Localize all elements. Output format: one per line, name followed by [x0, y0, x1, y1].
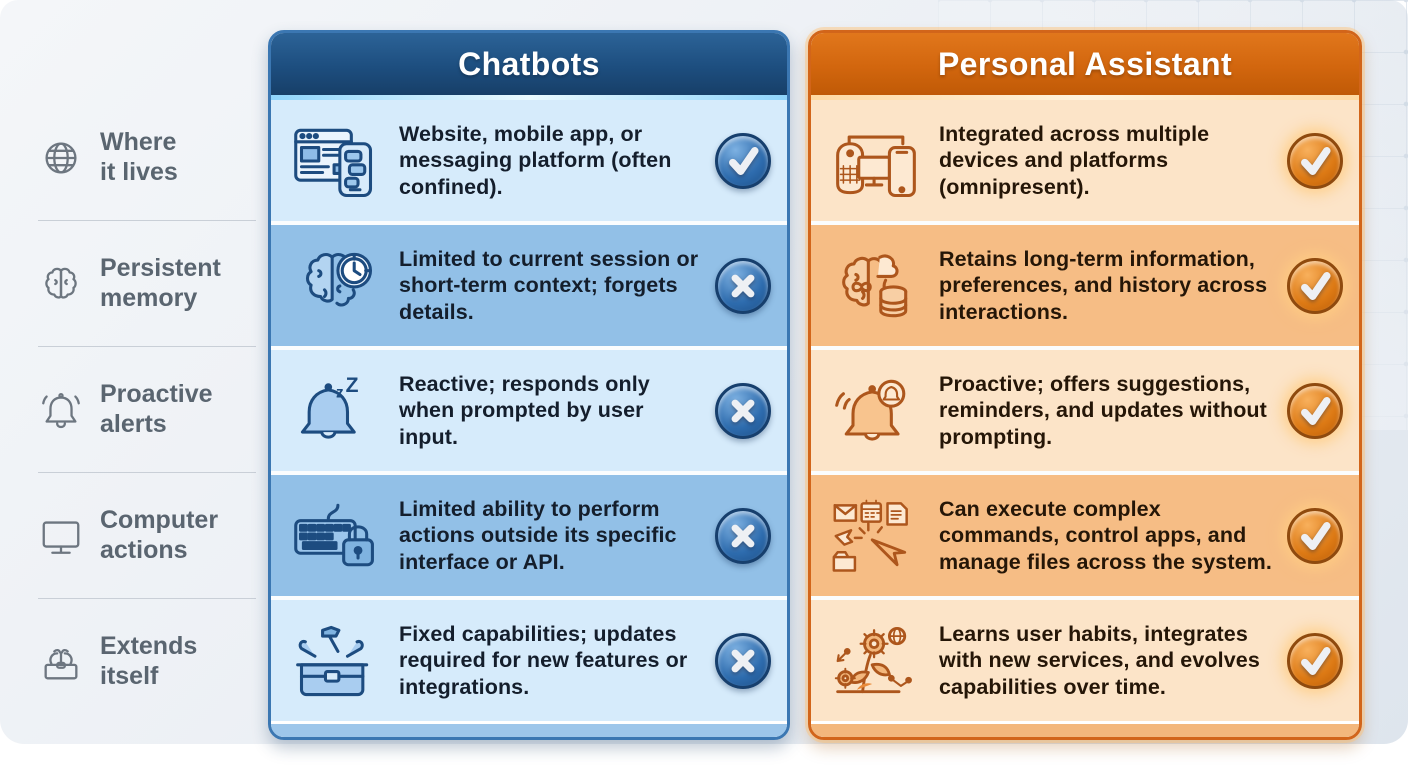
cell-text: Retains long-term information, preferenc… [939, 247, 1268, 324]
check-badge [1287, 132, 1343, 189]
cell-text: Learns user habits, integrates with new … [939, 622, 1260, 699]
chatbots-header-glow [271, 95, 787, 100]
cross-icon [731, 524, 755, 547]
chatbots-header: Chatbots [271, 33, 787, 95]
chatbots-panel: Chatbots [268, 30, 790, 740]
bell-icon [42, 392, 80, 428]
check-badge [1287, 382, 1343, 439]
cross-icon [731, 649, 755, 672]
check-icon [1301, 271, 1331, 300]
cell-text: Website, mobile app, or messaging platfo… [399, 122, 672, 199]
check-icon [1301, 146, 1331, 175]
table-row-chatbots-computer-actions: Limited ability to perform actions outsi… [271, 471, 787, 596]
alert-bell-icon [825, 372, 927, 450]
svg-text:z: z [336, 384, 344, 401]
globe-icon [45, 141, 77, 174]
cross-badge [715, 507, 771, 564]
cell-text: Fixed capabilities; updates required for… [399, 622, 688, 699]
table-row-chatbots-persistent-memory: Limited to current session or short-term… [271, 221, 787, 346]
check-badge [1287, 632, 1343, 689]
personal-assistant-header: Personal Assistant [811, 33, 1359, 95]
check-badge [1287, 507, 1343, 564]
table-row-assistant-persistent-memory: Retains long-term information, preferenc… [811, 221, 1359, 346]
cell-text: Can execute complex commands, control ap… [939, 497, 1272, 574]
table-row-assistant-computer-actions: Can execute complex commands, control ap… [811, 471, 1359, 596]
cell-text: Limited to current session or short-term… [399, 247, 699, 324]
personal-assistant-header-glow [811, 95, 1359, 100]
check-icon [1301, 521, 1331, 550]
check-icon [1301, 396, 1331, 425]
table-row-assistant-where-it-lives: Integrated across multiple devices and p… [811, 100, 1359, 221]
cell-text: Integrated across multiple devices and p… [939, 122, 1210, 199]
monitor-icon [42, 520, 80, 554]
cross-icon [731, 399, 755, 422]
check-icon [729, 146, 759, 175]
commands-cursor-icon [825, 497, 927, 575]
cross-badge [715, 632, 771, 689]
check-icon [1301, 646, 1331, 675]
browser-chat-icon [285, 122, 387, 200]
personal-assistant-panel: Personal Assistant Integrated [808, 30, 1362, 740]
chatbots-rows: Website, mobile app, or messaging platfo… [271, 100, 787, 721]
check-badge [715, 132, 771, 189]
table-row-assistant-extends-itself: Learns user habits, integrates with new … [811, 596, 1359, 721]
personal-assistant-footer-strip [811, 721, 1359, 737]
cross-icon [731, 274, 755, 297]
svg-text:Z: Z [346, 373, 359, 396]
toolbox-tools-icon [285, 622, 387, 700]
personal-assistant-rows: Integrated across multiple devices and p… [811, 100, 1359, 721]
sleeping-bell-icon: z Z [285, 372, 387, 450]
multi-device-icon [825, 122, 927, 200]
table-row-chatbots-where-it-lives: Website, mobile app, or messaging platfo… [271, 100, 787, 221]
table-row-chatbots-extends-itself: Fixed capabilities; updates required for… [271, 596, 787, 721]
table-row-chatbots-proactive-alerts: z Z Reactive; responds only when prompte… [271, 346, 787, 471]
toolbox-icon [44, 648, 78, 679]
cross-badge [715, 257, 771, 314]
brain-memory-icon [825, 247, 927, 325]
cell-text: Reactive; responds only when prompted by… [399, 372, 650, 449]
cell-text: Proactive; offers suggestions, reminders… [939, 372, 1267, 449]
growth-gears-icon [825, 622, 927, 700]
brain-clock-icon [285, 247, 387, 325]
cross-badge [715, 382, 771, 439]
check-badge [1287, 257, 1343, 314]
chatbots-footer-strip [271, 721, 787, 737]
brain-icon [45, 267, 77, 299]
table-row-assistant-proactive-alerts: Proactive; offers suggestions, reminders… [811, 346, 1359, 471]
keyboard-lock-icon [285, 497, 387, 575]
cell-text: Limited ability to perform actions outsi… [399, 497, 677, 574]
